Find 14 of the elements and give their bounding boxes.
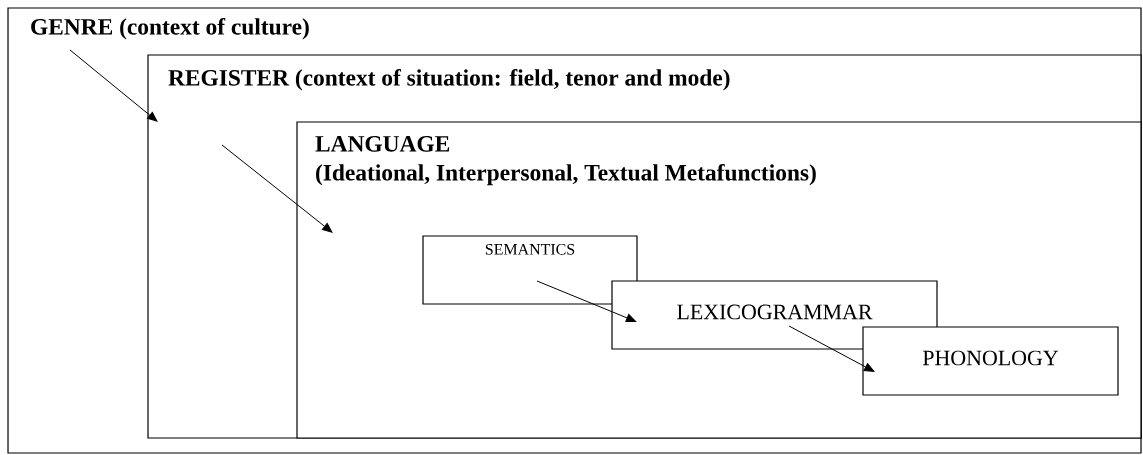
heading-text: GENRE (context of culture) (31, 18, 309, 40)
heading-text: PHONOLOGY (922, 350, 1059, 366)
arrow (536, 280, 637, 323)
arrow (221, 144, 333, 233)
heading-text: (Ideational, Interpersonal, Textual Metafunctions) (316, 163, 816, 186)
heading-text: LEXICOGRAMMAR (677, 304, 873, 320)
heading-text: LANGUAGE (315, 136, 450, 152)
level-box (422, 235, 638, 305)
level-box (862, 326, 1119, 396)
heading-text: SEMANTICS (485, 244, 575, 255)
arrow (69, 49, 158, 122)
arrow (788, 325, 875, 372)
heading-text: REGISTER (context of situation: field, tenor and mode) (168, 69, 730, 91)
level-box (611, 280, 938, 350)
